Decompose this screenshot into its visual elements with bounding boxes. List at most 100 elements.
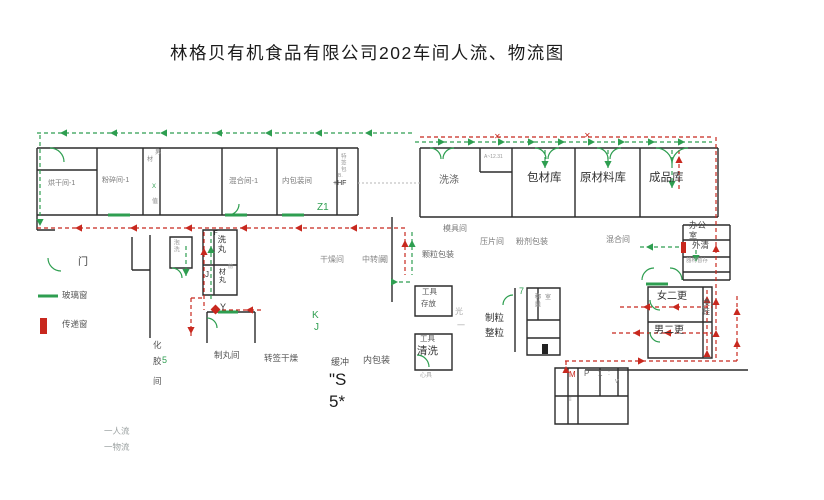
people-flow-arrow [646,243,653,251]
material-flow-arrow [295,224,302,232]
xidi-label: 洗涤 [439,175,459,186]
material-flow-arrow [350,224,357,232]
material-flow-arrow [703,350,711,357]
material-flow-arrow [401,240,409,247]
people-flow-arrow [604,161,612,168]
huanchong-label: 缓冲 [331,357,350,367]
shi3-label: 室 [545,295,552,301]
boxsmall-label: A~12.31 [484,154,503,160]
cor3-label: X [152,184,157,190]
people-flow-arrow [365,129,372,137]
material-flow-arrow [712,298,720,305]
people-flow-arrow [678,138,685,146]
baocaiku-label: 包材库 [527,172,562,184]
k-label: K [312,310,319,321]
vv-label: v [615,378,619,385]
people-flow-arrow [528,138,535,146]
people-flow-arrow [438,138,445,146]
smark-label: "S [329,370,347,389]
people-flow-arrow [207,246,215,253]
neibao-label: 内包装间 [282,176,312,185]
diagram-title: 林格贝有机食品有限公司202车间人流、物流图 [170,43,565,63]
five-label: 5 [162,355,168,365]
people-flow-arrow [60,129,67,137]
zhongzhuanjian-label: 中转间 [362,255,386,264]
people-flow-arrow [468,138,475,146]
people-flow-arrow [160,129,167,137]
transfer-label: 传递窗 [62,319,88,329]
transfer-window [681,242,686,253]
material-label: 一物流 [104,442,130,452]
people-flow-arrow [265,129,272,137]
colon-label: : [608,370,610,377]
f-label: F [214,231,218,237]
mm-label: M [569,370,576,379]
gjqx2-label: 清洗 [417,345,438,357]
gjqx1-label: 工具 [420,334,435,343]
waiqing-label: 外清 [692,240,710,250]
zhili-label: 制粒 [485,313,505,324]
people-flow-arrow [36,219,44,226]
fivestar-label: 5* [329,392,346,411]
cross1-label: ✕ [494,132,501,141]
material-flow-arrow [185,224,192,232]
people-flow-arrow [692,255,700,262]
walls [36,147,748,425]
qicaizancun-label: 器材暂存 [686,258,709,264]
material-point-diamond [210,304,221,315]
material-flow-arrow [643,303,650,311]
seven-label: 7 [519,286,525,296]
pp-label: P [584,369,590,378]
people-flow-arrow [215,129,222,137]
door-arcs [47,147,689,368]
nvergeng-label: 女二更 [657,291,687,302]
people-flow-arrow [315,129,322,137]
mujujian-label: 模具间 [443,224,467,233]
ganzaojian-label: 干燥间 [320,255,344,264]
gjcf1-label: 工具 [422,287,437,296]
bangong-label: 办公 [689,220,707,230]
jianfrag-label: 间 [380,255,388,264]
yuancailiaoku-label: 原材料库 [580,172,626,184]
guang-label: 光 [455,307,463,316]
chengliang-label: 称量 [532,293,540,308]
material-flow-arrow [675,156,683,163]
xinju-label: 心具 [420,373,433,379]
material-flow-lines [37,136,738,370]
gjcf2-label: 存放 [421,299,436,308]
caiwan-label: 材丸 [218,268,226,284]
chengpinku-label: 成品库 [649,172,684,184]
people-flow-arrow [668,181,676,188]
fensui-label: 粉碎间-1 [102,177,130,184]
nanergeng-label: 男二更 [654,325,684,336]
people-flow-arrow [391,278,398,286]
hunhejian-label: 混合间 [606,235,630,244]
jj-label: J [205,270,209,279]
people-flow-arrow [588,138,595,146]
zhuanqiangz-label: 转签干燥 [264,353,299,363]
material-flow-arrow [703,296,711,303]
tqb-label: 特签包 [339,153,346,173]
jiao-label: 胶 [153,356,162,366]
huanxie-label: 换鞋 [701,298,711,316]
material-flow-arrow [187,327,195,334]
people-flow-arrow [618,138,625,146]
material-flow-arrow [240,224,247,232]
paoxi-label: 泡洗 [172,239,179,253]
hf-label: +HF [333,180,347,187]
zhiwanjian-label: 制丸间 [214,350,240,360]
yapianjian-label: 压片间 [480,237,504,246]
material-flow-arrow [562,366,570,373]
glass-windows [38,213,668,314]
material-flow-arrow [638,357,645,365]
material-flow-arrow [712,245,720,252]
material-flow-arrow [246,306,253,314]
material-flow-arrow [200,248,208,255]
fenjibz-label: 粉剂包装 [516,237,548,246]
cor1-label: 材 [147,157,154,163]
jian2-label: 间 [153,376,162,386]
material-flow-arrow [733,340,741,347]
pass-box-bar [542,344,548,354]
